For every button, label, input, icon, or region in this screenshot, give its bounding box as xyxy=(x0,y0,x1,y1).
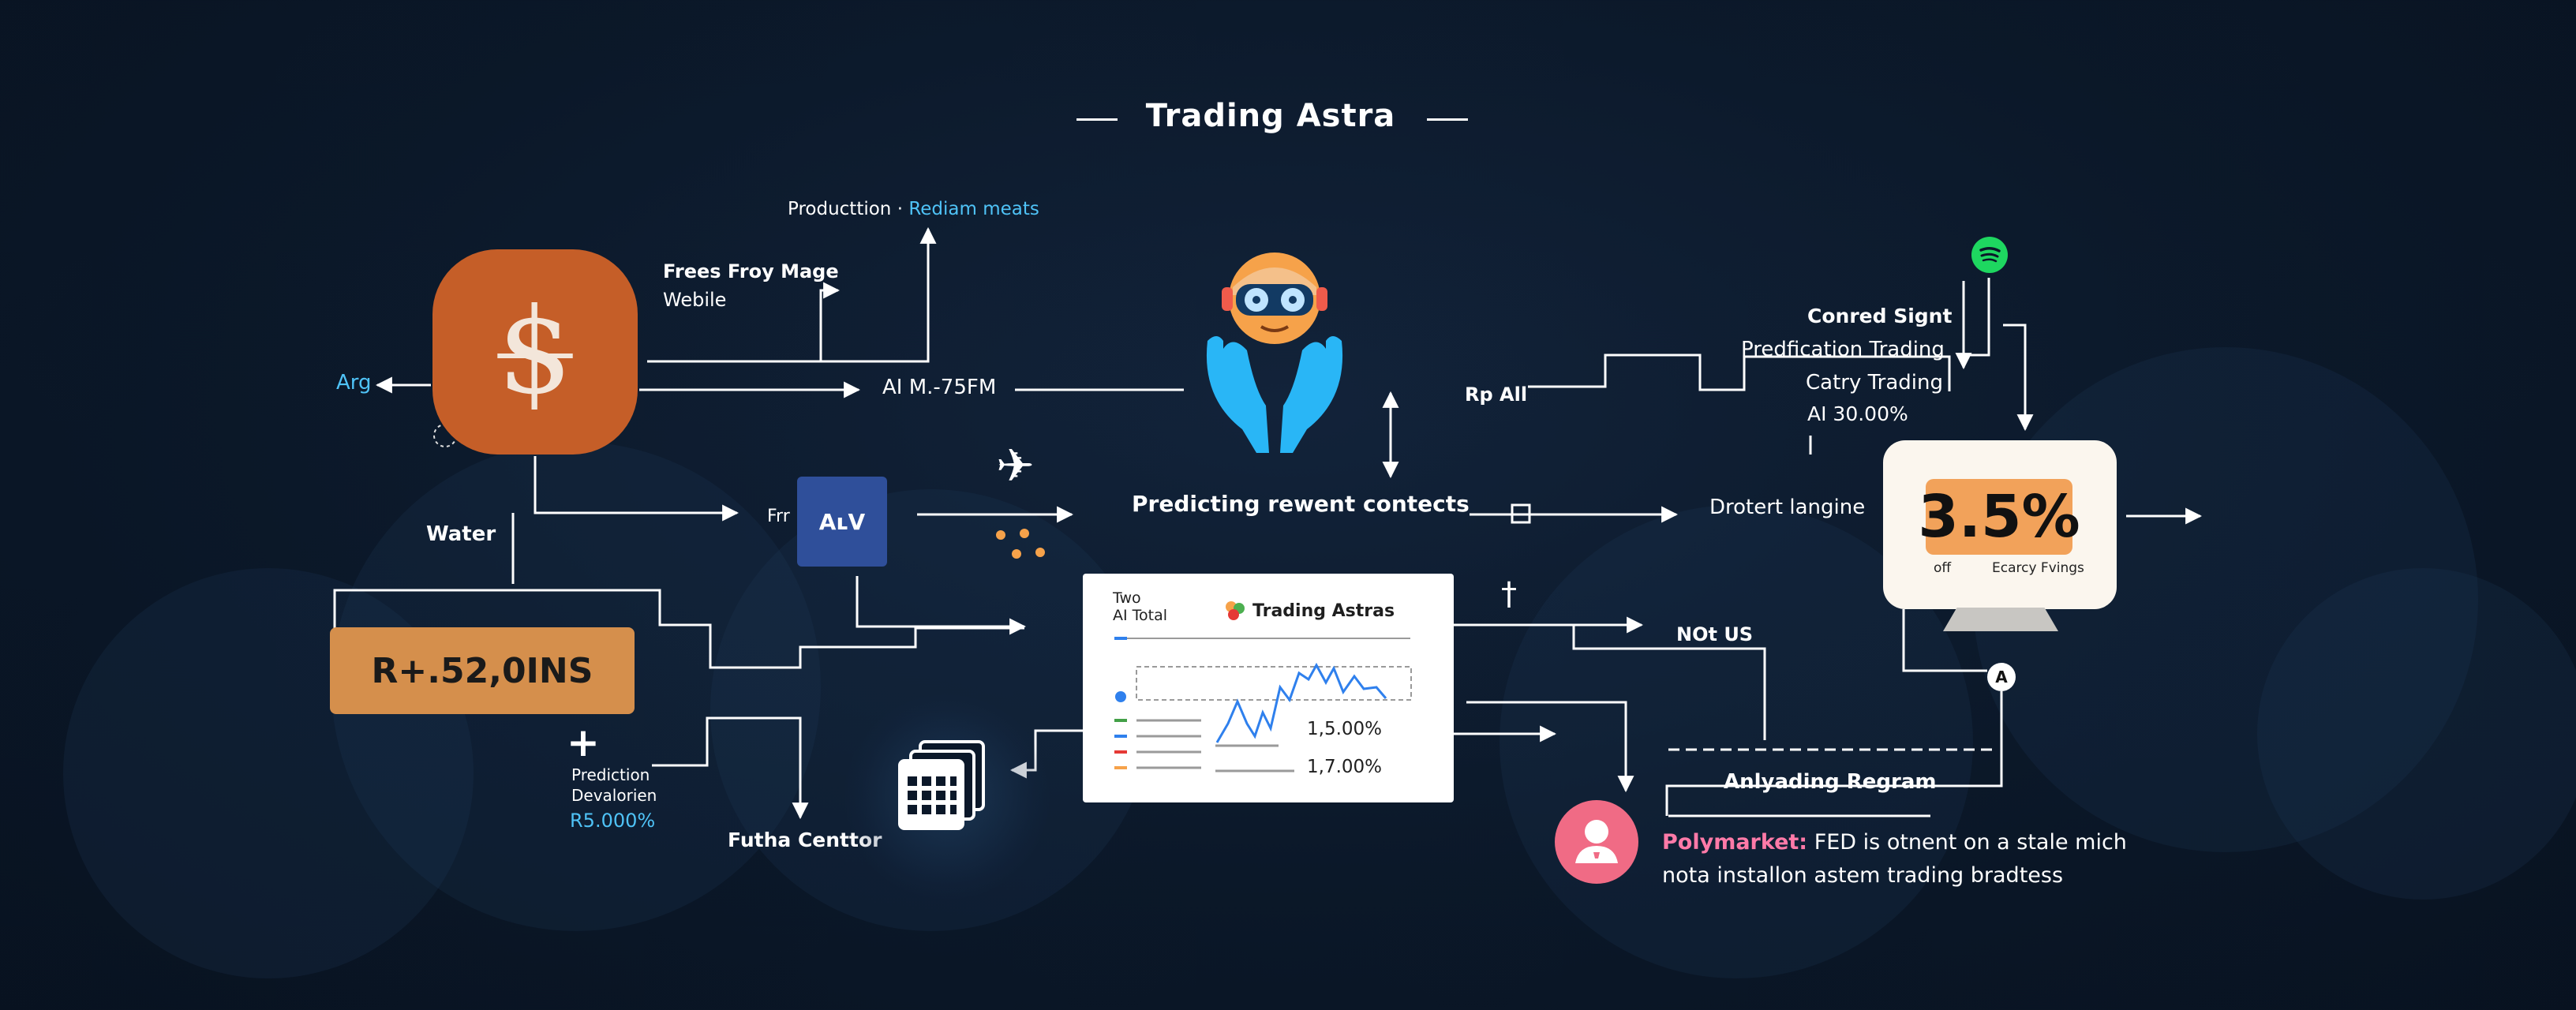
card-two-label: Two xyxy=(1113,589,1141,607)
user-avatar-icon xyxy=(1555,800,1638,884)
frr-label: Frr xyxy=(767,507,790,526)
monitor-stand xyxy=(1943,608,2058,631)
dollar-node[interactable]: $ xyxy=(432,249,638,454)
trading-card[interactable]: Two AI Total Trading Astras 1,5.00% 1,7.… xyxy=(1083,574,1454,802)
bg-cloud xyxy=(2257,568,2576,900)
documents-icon xyxy=(898,740,985,830)
frees-label-line2: Webile xyxy=(663,289,727,311)
production-highlight: Rediam meats xyxy=(908,199,1039,219)
ai-m-label: AI M.-75FM xyxy=(882,376,997,399)
dagger-icon: † xyxy=(1501,576,1517,612)
rp-all-label: Rp All xyxy=(1465,383,1528,406)
polymarket-prefix: Polymarket: xyxy=(1662,830,1808,855)
arg-label: Arg xyxy=(336,371,372,395)
robot-hands-icon xyxy=(1206,252,1343,453)
frees-label-line1: Frees Froy Mage xyxy=(663,260,839,282)
prediction-value: R5.000% xyxy=(570,810,656,832)
page-title: Trading Astra xyxy=(1145,98,1396,134)
airplane-icon: ✈ xyxy=(996,439,1035,492)
production-prefix: Producttion · xyxy=(788,199,904,219)
polymarket-text-1: FED is otnent on a stale mich xyxy=(1814,830,2127,855)
dollar-icon: $ xyxy=(497,283,573,421)
percent-value: 3.5% xyxy=(1918,479,2080,555)
a-badge: A xyxy=(1987,663,2016,691)
anlyading-label: Anlyading Regram xyxy=(1724,770,1937,794)
card-brand-label: Trading Astras xyxy=(1252,601,1395,621)
card-value-1: 1,5.00% xyxy=(1307,719,1383,739)
predfication-label: Predfication Trading xyxy=(1741,338,1945,361)
monitor-left-caption: off xyxy=(1934,560,1952,576)
card-chart xyxy=(1114,637,1412,772)
polymarket-line1: Polymarket: FED is otnent on a stale mic… xyxy=(1662,830,2127,855)
title-dash-left xyxy=(1076,118,1118,121)
card-ai-total-label: AI Total xyxy=(1113,607,1168,624)
futha-label: Futha Centtor xyxy=(728,829,882,851)
not-us-label: NOt US xyxy=(1676,623,1754,645)
predicting-label: Predicting rewent contects xyxy=(1132,491,1470,517)
rins-value-box: R+.52,0INS xyxy=(330,627,635,714)
production-label: Producttion · Rediam meats xyxy=(788,199,1039,219)
prediction-label-line1: Prediction xyxy=(571,765,650,784)
catry-label: Catry Trading xyxy=(1806,371,1944,395)
water-label: Water xyxy=(426,522,496,546)
bg-cloud xyxy=(710,489,1152,931)
drotert-label: Drotert langine xyxy=(1709,496,1866,519)
card-value-2: 1,7.00% xyxy=(1307,757,1383,777)
monitor-right-caption: Ecarcy Fvings xyxy=(1992,560,2084,576)
prediction-label-line2: Devalorien xyxy=(571,786,657,805)
alv-node[interactable]: AʟV xyxy=(797,477,887,567)
title-dash-right xyxy=(1427,118,1468,121)
spotify-icon xyxy=(1971,237,2008,273)
plus-icon: + xyxy=(567,720,600,765)
trading-astras-logo-icon xyxy=(1226,601,1245,620)
polymarket-text-2: nota installon astem trading bradtess xyxy=(1662,863,2064,888)
ai-30-label: AI 30.00% xyxy=(1807,402,1908,425)
orange-dots xyxy=(996,529,1045,559)
conred-label: Conred Signt xyxy=(1807,305,1953,327)
